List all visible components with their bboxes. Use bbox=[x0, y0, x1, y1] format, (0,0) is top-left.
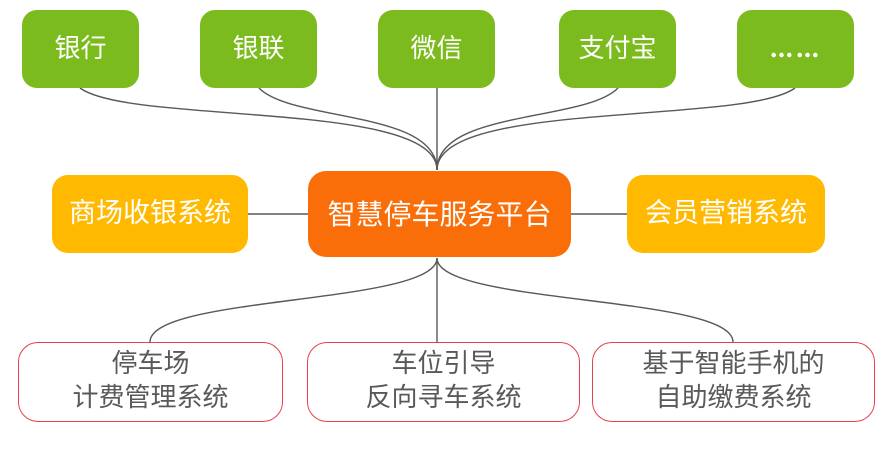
node-mall-cashier-system: 商场收银系统 bbox=[52, 175, 248, 253]
node-alipay: 支付宝 bbox=[559, 10, 676, 88]
node-mobile-self-payment-system: 基于智能手机的 自助缴费系统 bbox=[592, 342, 875, 422]
node-mall-cashier-label: 商场收银系统 bbox=[69, 198, 231, 230]
node-unionpay: 银联 bbox=[200, 10, 317, 88]
node-wechat: 微信 bbox=[378, 10, 495, 88]
node-smart-parking-platform-label: 智慧停车服务平台 bbox=[327, 197, 552, 231]
node-space-guidance-line2: 反向寻车系统 bbox=[365, 383, 522, 413]
node-parking-billing-line2: 计费管理系统 bbox=[72, 383, 229, 413]
connector-unionpay-to-platform bbox=[258, 87, 438, 171]
node-member-marketing-label: 会员营销系统 bbox=[645, 198, 807, 230]
connector-platform-to-mobile-payment bbox=[436, 257, 734, 343]
connector-bank-to-platform bbox=[79, 87, 438, 171]
node-unionpay-label: 银联 bbox=[232, 33, 285, 64]
node-space-guidance-system: 车位引导 反向寻车系统 bbox=[307, 342, 580, 422]
node-mobile-self-payment-line2: 自助缴费系统 bbox=[655, 383, 812, 413]
node-bank-label: 银行 bbox=[54, 33, 107, 64]
node-parking-billing-system: 停车场 计费管理系统 bbox=[18, 342, 283, 422]
node-wechat-label: 微信 bbox=[410, 33, 463, 64]
node-bank: 银行 bbox=[22, 10, 139, 88]
node-member-marketing-system: 会员营销系统 bbox=[627, 175, 825, 253]
node-parking-billing-line1: 停车场 bbox=[111, 349, 190, 380]
node-space-guidance-line1: 车位引导 bbox=[391, 349, 496, 380]
node-alipay-label: 支付宝 bbox=[578, 33, 657, 64]
node-ellipsis-label: …… bbox=[769, 34, 822, 63]
connector-platform-to-parking-billing bbox=[149, 257, 438, 343]
connector-alipay-to-platform bbox=[436, 87, 619, 171]
node-smart-parking-platform: 智慧停车服务平台 bbox=[308, 171, 571, 257]
node-ellipsis: …… bbox=[737, 10, 854, 88]
connector-others-to-platform bbox=[436, 87, 796, 171]
node-mobile-self-payment-line1: 基于智能手机的 bbox=[642, 349, 825, 380]
